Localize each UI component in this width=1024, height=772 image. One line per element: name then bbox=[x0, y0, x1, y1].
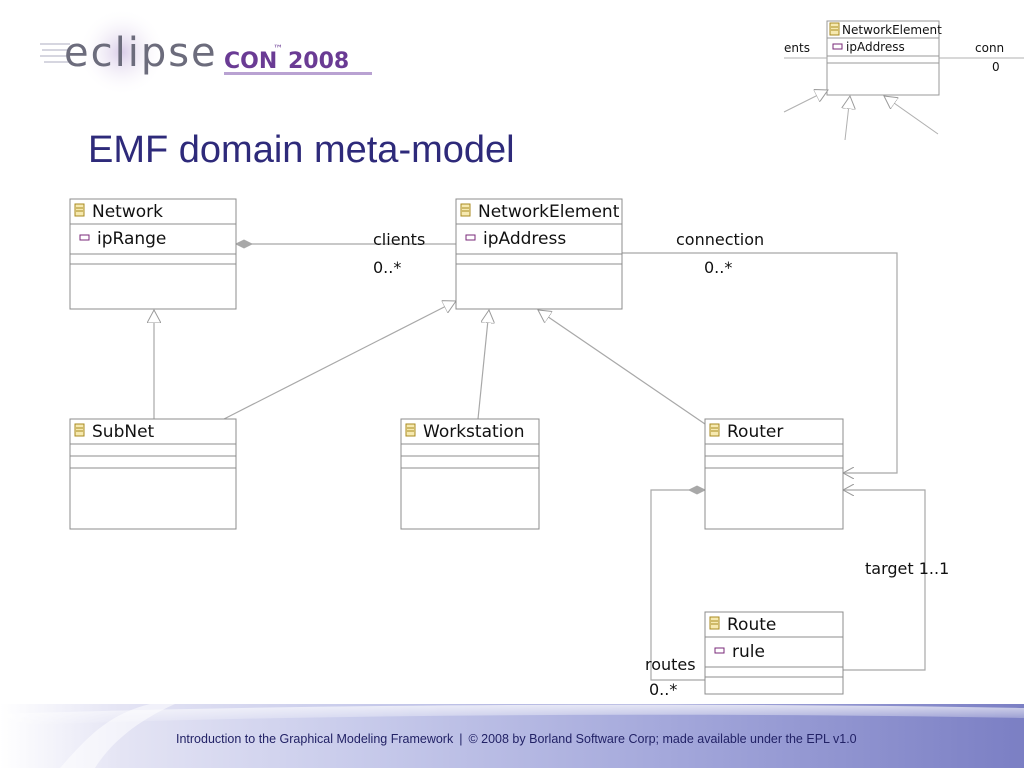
clients-multiplicity-label: 0..* bbox=[373, 258, 401, 277]
eclipsecon-logo: eclipse CON ™ 2008 bbox=[40, 8, 380, 100]
class-name: Network bbox=[92, 202, 163, 222]
class-name: NetworkElement bbox=[478, 202, 620, 222]
thumbnail-class-name: NetworkElement bbox=[842, 23, 942, 37]
class-route[interactable]: Route rule bbox=[704, 611, 844, 695]
attribute-icon bbox=[79, 234, 90, 241]
connection-role-label: connection bbox=[676, 230, 764, 249]
class-network[interactable]: Network ipRange bbox=[69, 198, 237, 310]
class-name: SubNet bbox=[92, 422, 155, 442]
logo-wordmark-eclipse: eclipse bbox=[64, 30, 218, 76]
logo-speed-lines bbox=[40, 43, 70, 63]
slide-title: EMF domain meta-model bbox=[88, 129, 515, 171]
router-generalization bbox=[538, 310, 706, 425]
clients-role-label: clients bbox=[373, 230, 425, 249]
footer-copyright: © 2008 by Borland Software Corp; made av… bbox=[468, 732, 857, 746]
attribute-icon bbox=[465, 234, 476, 241]
class-workstation[interactable]: Workstation bbox=[400, 418, 540, 530]
class-networkelement[interactable]: NetworkElement ipAddress bbox=[455, 198, 623, 310]
class-name: Router bbox=[727, 422, 783, 442]
class-icon bbox=[74, 423, 85, 437]
logo-underline bbox=[224, 72, 372, 75]
footer-band bbox=[0, 704, 1024, 768]
class-name: Route bbox=[727, 615, 776, 635]
class-icon bbox=[709, 616, 720, 630]
thumbnail-left-label: ents bbox=[784, 41, 810, 55]
footer-presentation-title: Introduction to the Graphical Modeling F… bbox=[176, 732, 454, 746]
class-router[interactable]: Router bbox=[704, 418, 844, 530]
attribute-icon bbox=[714, 647, 725, 654]
footer-band-graphic bbox=[0, 704, 1024, 768]
relationship-lines bbox=[154, 243, 926, 681]
connection-multiplicity-label: 0..* bbox=[704, 258, 732, 277]
class-attribute: ipAddress bbox=[483, 229, 566, 249]
thumbnail-attribute: ipAddress bbox=[846, 40, 905, 54]
routes-composition-diamond bbox=[687, 485, 707, 495]
thumbnail-right-multiplicity: 0 bbox=[992, 60, 1000, 74]
class-icon bbox=[405, 423, 416, 437]
workstation-generalization bbox=[477, 310, 489, 420]
footer-text: Introduction to the Graphical Modeling F… bbox=[176, 732, 976, 746]
logo-glow bbox=[78, 8, 166, 96]
routes-multiplicity-label: 0..* bbox=[649, 680, 677, 699]
class-attribute: rule bbox=[732, 642, 765, 662]
eclipsecon-logo-graphic: eclipse CON ™ 2008 bbox=[40, 8, 372, 96]
class-icon bbox=[74, 203, 85, 217]
subnet-networkelement-generalization bbox=[223, 301, 456, 420]
routes-role-label: routes bbox=[645, 655, 696, 674]
class-subnet[interactable]: SubNet bbox=[69, 418, 237, 530]
logo-year: 2008 bbox=[288, 49, 349, 74]
logo-trademark: ™ bbox=[273, 44, 283, 55]
footer-separator: | bbox=[459, 732, 463, 746]
clients-composition-diamond bbox=[234, 239, 254, 249]
target-association-line bbox=[843, 490, 926, 671]
connection-association-line bbox=[622, 252, 898, 473]
thumbnail-class-icon bbox=[829, 22, 840, 36]
class-attribute: ipRange bbox=[97, 229, 166, 249]
class-name: Workstation bbox=[423, 422, 525, 442]
routes-association-line bbox=[650, 489, 705, 681]
target-role-label: target 1..1 bbox=[865, 559, 949, 578]
class-icon bbox=[709, 423, 720, 437]
class-icon bbox=[460, 203, 471, 217]
thumbnail-right-label: conn bbox=[975, 41, 1004, 55]
logo-wordmark-con: CON bbox=[224, 49, 277, 74]
thumbnail-attribute-icon bbox=[832, 43, 843, 50]
thumbnail-diagram: NetworkElement ipAddress ents conn 0 bbox=[783, 20, 1024, 141]
